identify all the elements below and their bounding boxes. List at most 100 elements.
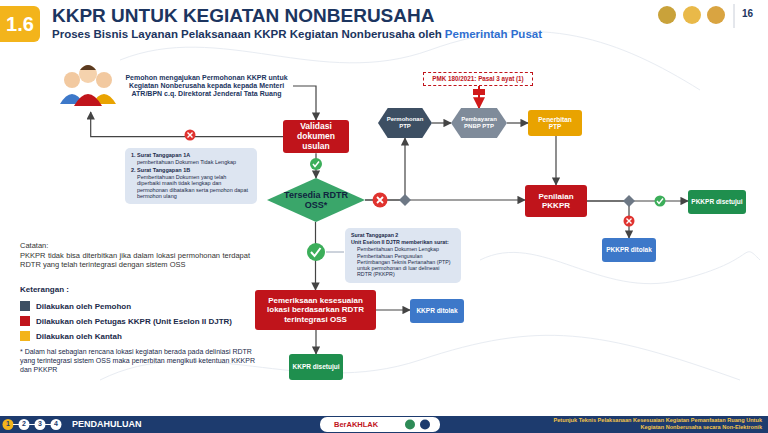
node-text: KKPR disetujui <box>293 363 340 370</box>
process-box: Validasi dokumen usulan <box>283 120 349 153</box>
node-text: PKKPR disetujui <box>691 198 742 205</box>
node-text: Penilaian PKKPR <box>528 192 584 210</box>
legend-text: Dilakukan oleh Kantah <box>36 332 122 341</box>
node-text: Validasi dokumen usulan <box>286 122 346 151</box>
shape-fill <box>378 108 432 138</box>
cross-mark <box>624 216 635 227</box>
page-dot <box>3 419 14 430</box>
flow-connector <box>432 122 451 123</box>
applicant-icon <box>60 65 116 106</box>
footer-logo <box>420 420 430 430</box>
kantah-box: Penerbitan PTP <box>528 110 582 136</box>
flow-connector <box>376 309 410 310</box>
node-text: Pemberitahuan Dokumen yang telah diperba… <box>131 174 251 199</box>
page-step: 3 <box>35 420 45 427</box>
page-dot-link <box>45 424 51 425</box>
node-text: Pemeriksaan kesesuaian lokasi berdasarka… <box>258 296 373 324</box>
footer-logo <box>405 420 415 430</box>
contour-lines <box>100 31 760 380</box>
node-text: Unit Eselon II DJTR memberikan surat: <box>351 239 449 245</box>
flow-connector <box>555 136 556 185</box>
applicant-step: Permohonan PTP <box>378 108 432 138</box>
process-box: Pemeriksaan kesesuaian lokasi berdasarka… <box>255 290 376 330</box>
junction-diamond <box>623 195 635 207</box>
legend-text: Dilakukan oleh Petugas KKPR (Unit Eselon… <box>36 317 232 326</box>
legend-row: Dilakukan oleh Pemohon <box>20 301 131 311</box>
header-logo <box>658 6 676 24</box>
note-text: PKKPR tidak bisa diterbitkan jika dalam … <box>20 251 250 269</box>
result-rejected: KKPR ditolak <box>410 299 464 323</box>
flow-connector <box>365 138 405 200</box>
response-note: Surat Tanggapan 2Unit Eselon II DJTR mem… <box>345 228 461 283</box>
regulation-box: PMK 180/2021: Pasal 3 ayat (1) <box>423 72 533 86</box>
process-box: Penilaian PKKPR <box>525 185 587 217</box>
response-note: 1. Surat Tanggapan 1Apemberitahuan Dokum… <box>125 148 257 204</box>
shape-fill <box>451 108 507 138</box>
flow-connector <box>315 330 316 354</box>
node-text: KKPR ditolak <box>416 307 457 314</box>
node-text: Pemberitahuan Pengusulan Pertimbangan Te… <box>351 253 455 277</box>
node-text: pemberitahuan Dokumen Tidak Lengkap <box>131 159 236 165</box>
legend-swatch <box>20 301 30 311</box>
flow-connector <box>507 122 528 123</box>
check-mark <box>310 158 322 170</box>
brand-logo-text: BerAKHLAK <box>334 420 378 429</box>
node-text: 2. Surat Tanggapan 1B <box>131 167 190 173</box>
pmk-arrow-shaft <box>473 89 485 95</box>
footer-text: Petunjuk Teknis Pelaksanaan Kesesuaian K… <box>548 417 762 431</box>
node-text: Permohonan PTP <box>387 116 424 130</box>
page-step: 2 <box>19 420 29 427</box>
flow-connector <box>293 86 316 120</box>
header-divider <box>734 4 735 28</box>
decision-diamond: Tersedia RDTR OSS* <box>267 178 365 222</box>
page-dot <box>35 419 46 430</box>
result-approved: KKPR disetujui <box>289 354 343 380</box>
node-text: Surat Tanggapan 2 <box>351 232 398 238</box>
node-text: 1. Surat Tanggapan 1A <box>131 152 190 158</box>
result-rejected: PKKPR ditolak <box>602 238 656 262</box>
legend-swatch <box>20 331 30 341</box>
page-dot <box>51 419 62 430</box>
flow-connector <box>365 199 525 200</box>
page-dot-link <box>13 424 19 425</box>
contour-line <box>120 31 700 90</box>
legend-row: Dilakukan oleh Kantah <box>20 331 122 341</box>
page-dot <box>19 419 30 430</box>
flow-connector <box>587 201 629 238</box>
node-text: Pemberitahuan Dokumen Lengkap <box>351 246 439 252</box>
subtitle: Proses Bisnis Layanan Pelaksanaan KKPR K… <box>52 28 442 40</box>
node-text: Tersedia RDTR OSS* <box>283 190 349 211</box>
check-mark <box>307 243 325 261</box>
check-mark <box>655 196 666 207</box>
page-step: 4 <box>51 420 61 427</box>
page-title: KKPR UNTUK KEGIATAN NONBERUSAHA <box>52 5 434 27</box>
legend-row: Dilakukan oleh Petugas KKPR (Unit Eselon… <box>20 316 232 326</box>
note-heading: Catatan: <box>20 241 48 250</box>
node-text: Pembayaran PNBP PTP <box>460 116 498 130</box>
section-badge: 1.6 <box>0 6 40 42</box>
node-text: Pemohon mengajukan Permohonan KKPR untuk… <box>123 74 290 98</box>
shape-fill <box>267 178 365 222</box>
legend-heading: Keterangan : <box>20 285 69 294</box>
page-step: 1 <box>3 420 13 427</box>
cross-mark <box>373 193 388 208</box>
legend-text: Dilakukan oleh Pemohon <box>36 302 131 311</box>
page-number: 16 <box>742 8 753 19</box>
node-text: PKKPR ditolak <box>606 246 652 253</box>
result-approved: PKKPR disetujui <box>688 190 746 214</box>
applicant-box: Pemohon mengajukan Permohonan KKPR untuk… <box>55 60 293 112</box>
node-text: PMK 180/2021: Pasal 3 ayat (1) <box>432 75 523 82</box>
page-dot-link <box>29 424 35 425</box>
footer-bar <box>0 416 768 433</box>
footer-logo-pill <box>320 417 440 432</box>
subtitle-highlight: Pemerintah Pusat <box>445 28 542 40</box>
applicant-step: Pembayaran PNBP PTP <box>451 108 507 138</box>
cross-mark <box>185 130 196 141</box>
header-logo <box>707 6 725 24</box>
section-name: PENDAHULUAN <box>72 419 142 429</box>
header-logo <box>683 6 701 24</box>
